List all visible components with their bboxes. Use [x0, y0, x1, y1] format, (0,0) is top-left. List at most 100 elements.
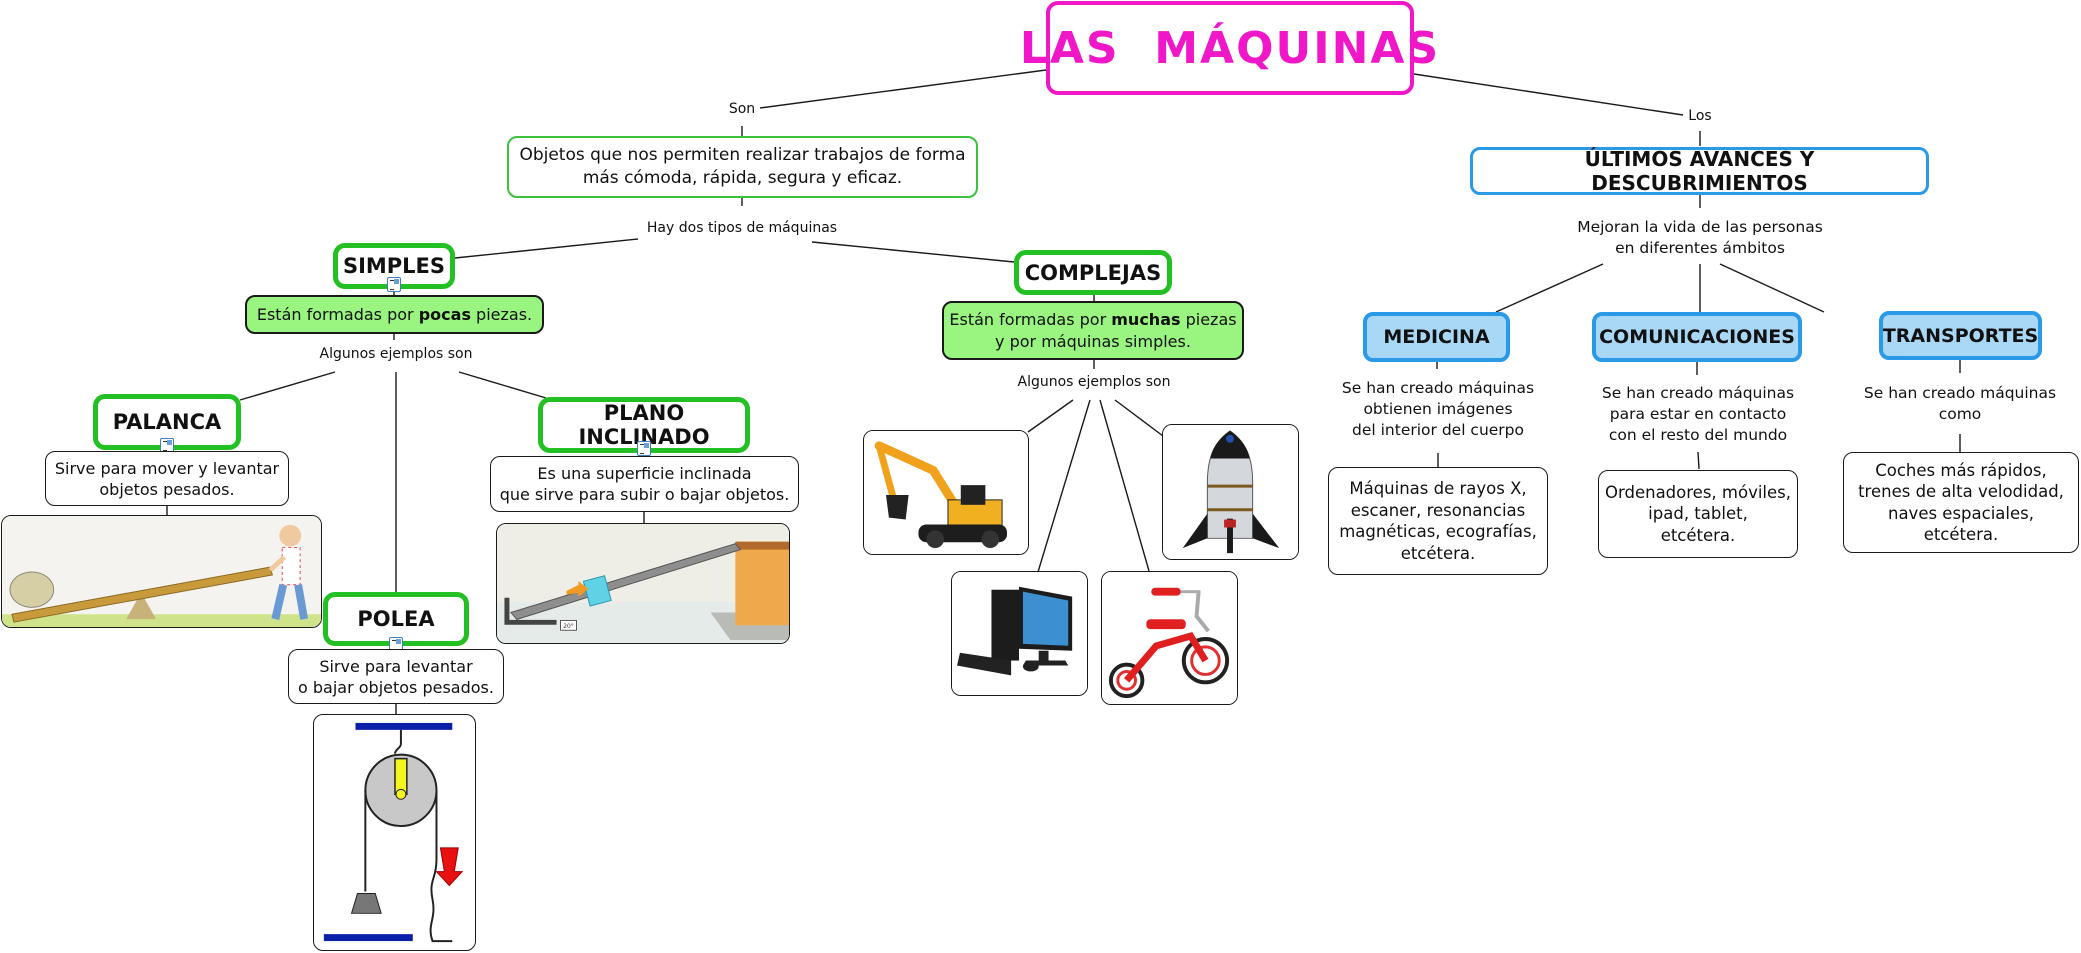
- tricycle-illustration: [1102, 572, 1237, 704]
- inclined-plane-illustration: 20°: [497, 524, 789, 643]
- pulley-image[interactable]: [313, 714, 476, 951]
- simples-desc: Están formadas por pocas piezas.: [257, 304, 532, 326]
- palanca-desc-node[interactable]: Sirve para mover y levantar objetos pesa…: [45, 451, 289, 506]
- category-medicina[interactable]: MEDICINA: [1363, 312, 1510, 362]
- connector: [1413, 73, 1684, 116]
- note-icon[interactable]: [387, 277, 401, 292]
- desc-bold: muchas: [1111, 309, 1181, 329]
- category-examples-node[interactable]: Máquinas de rayos X, escaner, resonancia…: [1328, 467, 1548, 575]
- connector: [811, 241, 1015, 263]
- desc-prefix: Están formadas por: [949, 309, 1112, 329]
- category-examples-node[interactable]: Coches más rápidos, trenes de alta velod…: [1843, 452, 2079, 553]
- complejas-desc-node[interactable]: Están formadas por muchas piezas y por m…: [942, 301, 1244, 360]
- tricycle-image[interactable]: [1101, 571, 1238, 705]
- link-label-mejoran: Mejoran la vida de las personas en difer…: [1577, 217, 1823, 259]
- ultimos-avances-node[interactable]: ÚLTIMOS AVANCES Y DESCUBRIMIENTOS: [1470, 147, 1929, 195]
- example-line: etcétera.: [1660, 525, 1736, 545]
- connector: [1697, 451, 1700, 470]
- example-line: trenes de alta velodidad,: [1858, 482, 2064, 501]
- plano-desc-node[interactable]: Es una superficie inclinada que sirve pa…: [490, 456, 799, 512]
- map-title-text: LAS MÁQUINAS: [1019, 22, 1441, 74]
- label-line: obtienen imágenes: [1363, 400, 1513, 418]
- example-line: Coches más rápidos,: [1875, 460, 2047, 480]
- computer-image[interactable]: [951, 571, 1088, 696]
- polea-desc-line2: o bajar objetos pesados.: [298, 677, 494, 697]
- complejas-node[interactable]: COMPLEJAS: [1014, 250, 1172, 295]
- example-line: escaner, resonancias: [1350, 500, 1526, 520]
- inclined-plane-image[interactable]: 20°: [496, 523, 790, 644]
- label-line: Se han creado máquinas: [1863, 384, 2057, 402]
- example-line: magnéticas, ecografías,: [1339, 522, 1537, 541]
- connector: [1495, 263, 1604, 313]
- palanca-heading: PALANCA: [112, 410, 222, 434]
- category-comunicaciones[interactable]: COMUNICACIONES: [1592, 312, 1802, 362]
- definition-line1: Objetos que nos permiten realizar trabaj…: [519, 145, 966, 165]
- label-line: Se han creado máquinas: [1601, 384, 1795, 402]
- connector: [1027, 399, 1074, 433]
- example-line: naves espaciales,: [1887, 503, 2034, 523]
- example-line: etcétera.: [1400, 543, 1476, 563]
- connector: [454, 238, 639, 259]
- label-line: para estar en contacto: [1609, 405, 1787, 423]
- connector: [1114, 399, 1164, 437]
- category-transportes[interactable]: TRANSPORTES: [1879, 311, 2042, 360]
- category-label: Se han creado máquinas para estar en con…: [1601, 383, 1795, 446]
- link-label-examples-simples: Algunos ejemplos son: [319, 344, 473, 364]
- link-label-examples-complejas: Algunos ejemplos son: [1017, 372, 1171, 392]
- excavator-illustration: [864, 431, 1028, 554]
- plano-heading: PLANO INCLINADO: [578, 401, 710, 449]
- example-line: etcétera.: [1923, 525, 1999, 544]
- desc-prefix: Están formadas por: [256, 304, 419, 324]
- note-icon[interactable]: [637, 441, 651, 456]
- polea-heading: POLEA: [357, 607, 435, 631]
- category-label: Se han creado máquinas obtienen imágenes…: [1341, 378, 1535, 441]
- polea-desc-line1: Sirve para levantar: [319, 656, 473, 676]
- palanca-desc-line2: objetos pesados.: [99, 479, 235, 499]
- complejas-heading: COMPLEJAS: [1024, 260, 1162, 285]
- palanca-desc-line1: Sirve para mover y levantar: [54, 458, 280, 478]
- excavator-image[interactable]: [863, 430, 1029, 555]
- category-heading: COMUNICACIONES: [1599, 326, 1795, 348]
- connector: [239, 371, 336, 401]
- angle-label: 20°: [563, 623, 574, 630]
- link-label-los: Los: [1688, 106, 1712, 126]
- category-heading: TRANSPORTES: [1882, 324, 2039, 347]
- label-line: como: [1938, 405, 1982, 423]
- lever-illustration: [2, 516, 321, 627]
- complejas-desc-line1: Están formadas por muchas piezas: [949, 309, 1236, 331]
- polea-desc-node[interactable]: Sirve para levantar o bajar objetos pesa…: [288, 649, 504, 704]
- category-heading: MEDICINA: [1383, 326, 1490, 348]
- example-line: ipad, tablet,: [1648, 504, 1748, 524]
- map-title[interactable]: LAS MÁQUINAS: [1020, 1, 1438, 95]
- desc-suffix: piezas: [1180, 309, 1237, 329]
- simples-desc-node[interactable]: Están formadas por pocas piezas.: [245, 295, 544, 334]
- definition-line2: más cómoda, rápida, segura y eficaz.: [582, 168, 903, 188]
- connector: [1037, 399, 1091, 573]
- example-line: Ordenadores, móviles,: [1605, 482, 1791, 502]
- mejoran-line1: Mejoran la vida de las personas: [1577, 218, 1823, 236]
- lever-image[interactable]: [1, 515, 322, 628]
- category-label: Se han creado máquinas como: [1863, 383, 2057, 425]
- connector: [1719, 263, 1825, 313]
- rocket-image[interactable]: [1162, 424, 1299, 560]
- example-line: Máquinas de rayos X,: [1349, 479, 1527, 498]
- label-line: del interior del cuerpo: [1352, 421, 1524, 439]
- label-line: Se han creado máquinas: [1341, 379, 1535, 397]
- mejoran-line2: en diferentes ámbitos: [1615, 239, 1785, 257]
- plano-desc-line2: que sirve para subir o bajar objetos.: [499, 485, 790, 504]
- link-label-types: Hay dos tipos de máquinas: [646, 218, 838, 238]
- label-line: con el resto del mundo: [1608, 426, 1788, 444]
- computer-illustration: [952, 572, 1087, 695]
- connector: [1099, 399, 1150, 572]
- link-label-son: Son: [728, 99, 756, 119]
- desc-suffix: piezas.: [470, 304, 533, 324]
- category-examples-node[interactable]: Ordenadores, móviles, ipad, tablet, etcé…: [1598, 470, 1798, 558]
- connector: [759, 69, 1047, 109]
- complejas-desc-line2: y por máquinas simples.: [995, 331, 1191, 351]
- definition-node[interactable]: Objetos que nos permiten realizar trabaj…: [507, 136, 978, 198]
- pulley-illustration: [323, 722, 464, 943]
- rocket-illustration: [1163, 425, 1298, 559]
- plano-desc-line1: Es una superficie inclinada: [537, 464, 752, 483]
- desc-bold: pocas: [418, 304, 471, 324]
